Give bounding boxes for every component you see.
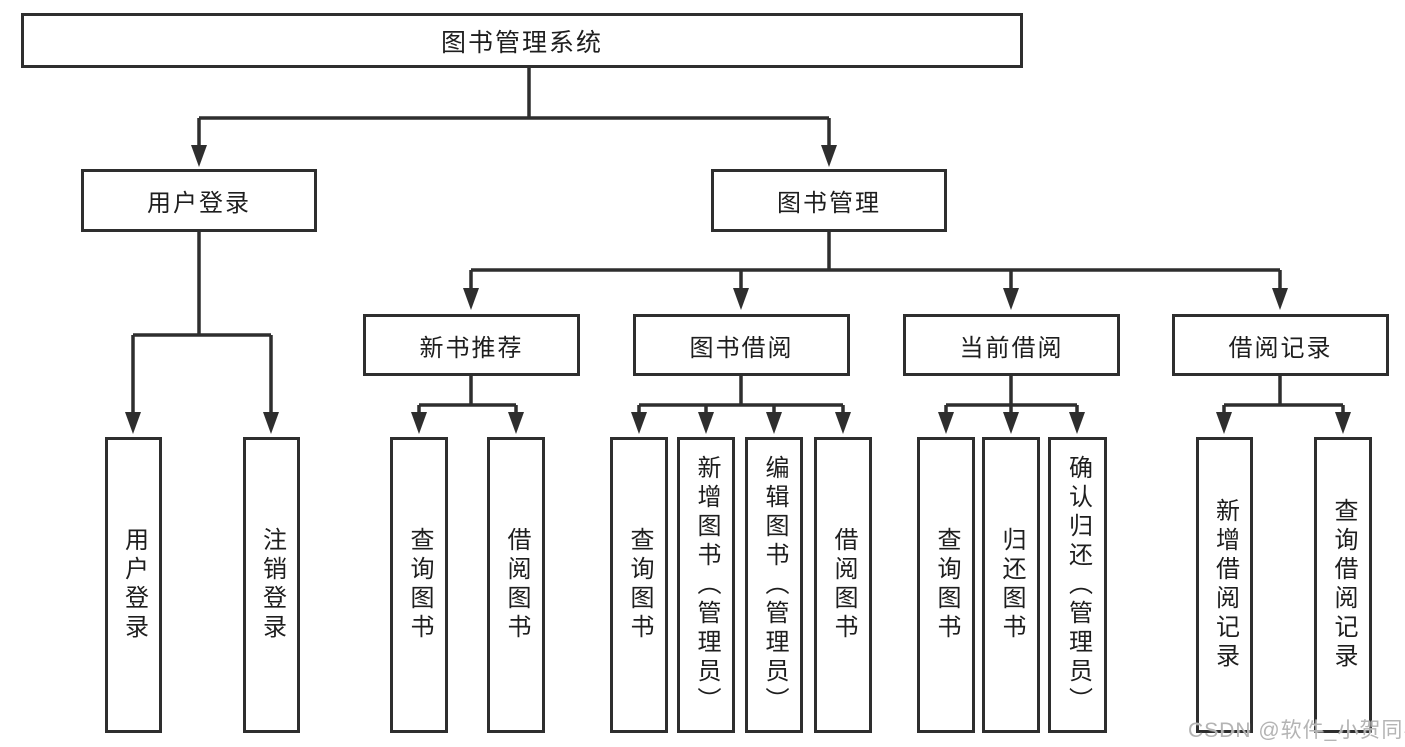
node-book-management: 图书管理 bbox=[711, 169, 947, 232]
leaf-borrowing-query-books: 查询图书 bbox=[610, 437, 668, 733]
leaf-logout-label: 注销登录 bbox=[258, 527, 286, 643]
leaf-current-confirm-return-admin-label: 确认归还（管理员） bbox=[1064, 454, 1092, 716]
node-user-login: 用户登录 bbox=[81, 169, 317, 232]
down-arrow-icon bbox=[125, 145, 1351, 434]
node-borrow-records: 借阅记录 bbox=[1172, 314, 1389, 376]
leaf-newbooks-borrow-books: 借阅图书 bbox=[487, 437, 545, 733]
leaf-current-query-books-label: 查询图书 bbox=[933, 527, 960, 643]
node-root-label: 图书管理系统 bbox=[440, 28, 603, 57]
csdn-watermark: CSDN @软件_小贺同学 bbox=[1188, 719, 1405, 742]
node-current-borrowing-label: 当前借阅 bbox=[959, 334, 1064, 362]
leaf-logout: 注销登录 bbox=[243, 437, 300, 733]
leaf-borrowing-borrow-books: 借阅图书 bbox=[814, 437, 872, 733]
leaf-current-return-books-label: 归还图书 bbox=[998, 527, 1025, 643]
node-user-login-label: 用户登录 bbox=[147, 190, 251, 217]
node-book-borrowing-label: 图书借阅 bbox=[689, 334, 794, 362]
leaf-borrowing-add-books-admin: 新增图书（管理员） bbox=[677, 437, 735, 733]
leaf-borrowing-edit-books-admin-label: 编辑图书（管理员） bbox=[761, 454, 788, 716]
leaf-current-query-books: 查询图书 bbox=[917, 437, 975, 733]
leaf-borrowing-add-books-admin-label: 新增图书（管理员） bbox=[693, 454, 720, 716]
leaf-current-return-books: 归还图书 bbox=[982, 437, 1040, 733]
leaf-borrowing-query-books-label: 查询图书 bbox=[626, 527, 653, 643]
leaf-user-login: 用户登录 bbox=[105, 437, 162, 733]
node-borrow-records-label: 借阅记录 bbox=[1228, 334, 1333, 362]
node-new-book-recommend-label: 新书推荐 bbox=[419, 334, 524, 362]
leaf-newbooks-borrow-books-label: 借阅图书 bbox=[503, 527, 530, 643]
leaf-user-login-label: 用户登录 bbox=[120, 527, 148, 643]
node-book-borrowing: 图书借阅 bbox=[633, 314, 850, 376]
leaf-records-add-record: 新增借阅记录 bbox=[1196, 437, 1253, 733]
node-current-borrowing: 当前借阅 bbox=[903, 314, 1120, 376]
node-book-management-label: 图书管理 bbox=[777, 190, 881, 217]
leaf-borrowing-edit-books-admin: 编辑图书（管理员） bbox=[745, 437, 803, 733]
leaf-borrowing-borrow-books-label: 借阅图书 bbox=[830, 527, 857, 643]
node-root-system: 图书管理系统 bbox=[21, 13, 1023, 68]
leaf-records-query-record: 查询借阅记录 bbox=[1314, 437, 1372, 733]
leaf-current-confirm-return-admin: 确认归还（管理员） bbox=[1048, 437, 1107, 733]
leaf-records-query-record-label: 查询借阅记录 bbox=[1330, 498, 1357, 672]
leaf-newbooks-query-books-label: 查询图书 bbox=[406, 527, 433, 643]
leaf-records-add-record-label: 新增借阅记录 bbox=[1211, 498, 1239, 672]
leaf-newbooks-query-books: 查询图书 bbox=[390, 437, 448, 733]
node-new-book-recommend: 新书推荐 bbox=[363, 314, 580, 376]
